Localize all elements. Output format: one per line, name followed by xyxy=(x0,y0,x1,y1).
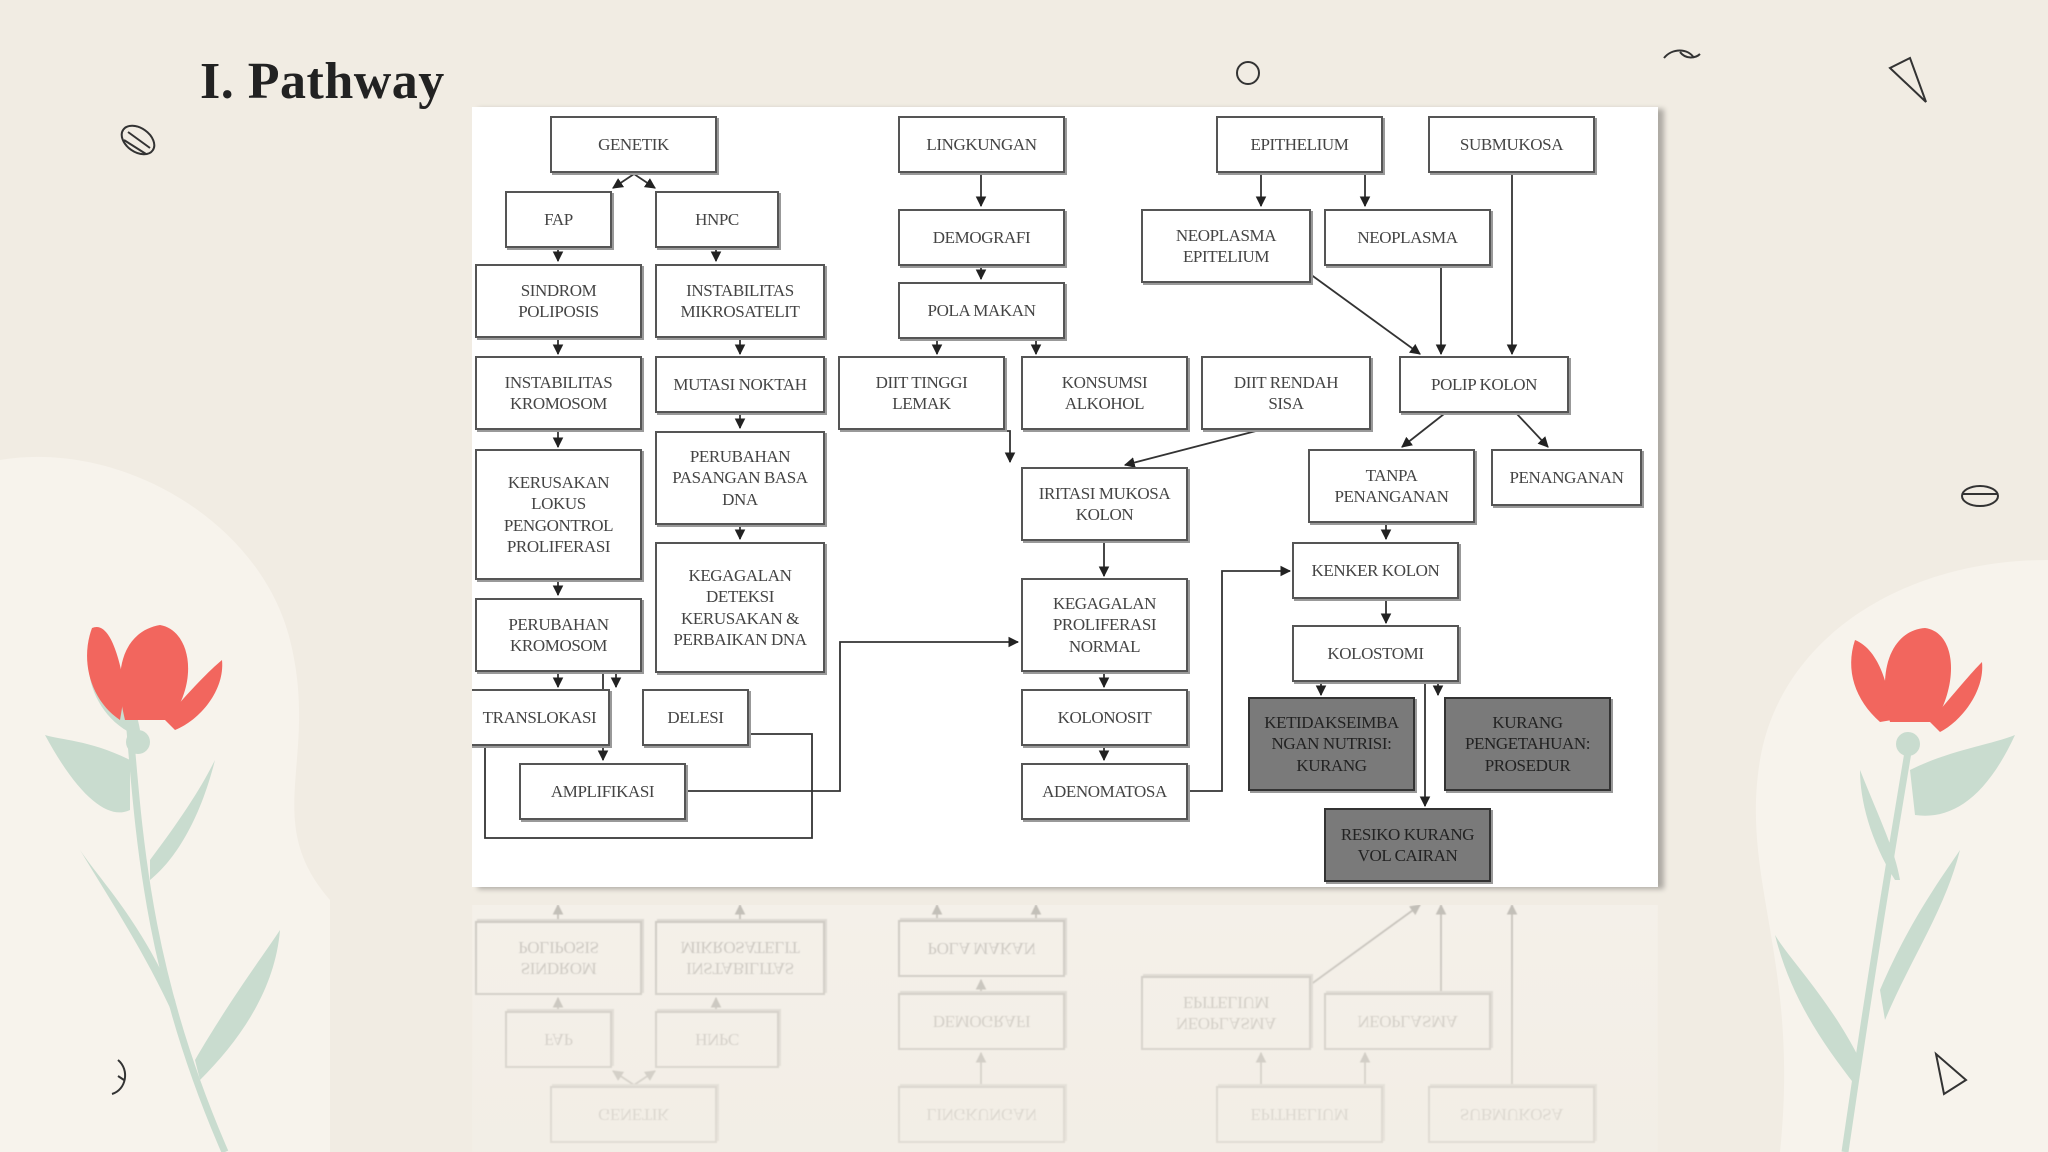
connector-arrow xyxy=(1188,565,1292,792)
node-translokasi: TRANSLOKASI xyxy=(472,689,610,746)
node-kegagalan-deteksi: KEGAGALAN DETEKSI KERUSAKAN & PERBAIKAN … xyxy=(655,542,825,673)
node-pola-makan: POLA MAKAN xyxy=(898,282,1065,339)
flower-right-icon xyxy=(1775,628,2015,1152)
node-sindrom: SINDROM POLIPOSIS xyxy=(475,264,642,338)
node-demografi: DEMOGRAFI xyxy=(898,209,1065,266)
node-kegagalan-prolif: KEGAGALAN PROLIFERASI NORMAL xyxy=(1021,578,1188,672)
node-fap: FAP xyxy=(505,191,612,248)
connector-arrow xyxy=(612,173,635,189)
node-submukosa: SUBMUKOSA xyxy=(1428,116,1595,173)
node-adenomatosa: ADENOMATOSA xyxy=(1021,763,1188,820)
node-iritasi: IRITASI MUKOSA KOLON xyxy=(1021,467,1188,541)
doodle-shapes-icon xyxy=(111,49,1999,1096)
connector-arrow xyxy=(686,636,1020,792)
node-instab-krom: INSTABILITAS KROMOSOM xyxy=(475,356,642,430)
connector-arrow xyxy=(1309,273,1421,355)
connector-arrow xyxy=(984,430,1016,464)
connector-arrow xyxy=(1516,413,1549,448)
node-neoplasma: NEOPLASMA xyxy=(1324,209,1491,266)
node-mutasi: MUTASI NOKTAH xyxy=(655,356,825,413)
connector-arrow xyxy=(1123,430,1257,468)
flower-left-icon xyxy=(45,625,280,1152)
node-hnpc: HNPC xyxy=(655,191,779,248)
background-blob-left xyxy=(0,456,330,1152)
reflection-fade xyxy=(472,905,1658,1152)
node-lingkungan: LINGKUNGAN xyxy=(898,116,1065,173)
connector-arrow xyxy=(633,173,656,189)
node-kerusakan: KERUSAKAN LOKUS PENGONTROL PROLIFERASI xyxy=(475,449,642,580)
diagram-connectors xyxy=(484,173,1549,839)
node-kenker: KENKER KOLON xyxy=(1292,542,1459,599)
node-kurang-peng: KURANG PENGETAHUAN: PROSEDUR xyxy=(1444,697,1611,791)
connector-arrow xyxy=(1401,413,1445,448)
background-blob-right xyxy=(1755,560,2048,1152)
connector-arrow xyxy=(484,733,813,839)
node-polip: POLIP KOLON xyxy=(1399,356,1569,413)
node-penanganan: PENANGANAN xyxy=(1491,449,1642,506)
node-delesi: DELESI xyxy=(642,689,749,746)
node-kolostomi: KOLOSTOMI xyxy=(1292,625,1459,682)
node-diit-tinggi: DIIT TINGGI LEMAK xyxy=(838,356,1005,430)
node-tanpa: TANPA PENANGANAN xyxy=(1308,449,1475,523)
node-perubahan-pasangan: PERUBAHAN PASANGAN BASA DNA xyxy=(655,431,825,525)
node-ketidak: KETIDAKSEIMBA NGAN NUTRISI: KURANG xyxy=(1248,697,1415,791)
node-resiko: RESIKO KURANG VOL CAIRAN xyxy=(1324,808,1491,882)
node-epithelium: EPITHELIUM xyxy=(1216,116,1383,173)
connector-arrow xyxy=(981,338,1042,356)
node-genetik: GENETIK xyxy=(550,116,717,173)
node-instab-mikro: INSTABILITAS MIKROSATELIT xyxy=(655,264,825,338)
node-konsumsi: KONSUMSI ALKOHOL xyxy=(1021,356,1188,430)
node-neo-epi: NEOPLASMA EPITELIUM xyxy=(1141,209,1311,283)
slide-title: I. Pathway xyxy=(200,53,445,110)
node-amplifikasi: AMPLIFIKASI xyxy=(519,763,686,820)
node-diit-rendah: DIIT RENDAH SISA xyxy=(1201,356,1371,430)
node-kolonosit: KOLONOSIT xyxy=(1021,689,1188,746)
node-perubahan-krom: PERUBAHAN KROMOSOM xyxy=(475,598,642,672)
